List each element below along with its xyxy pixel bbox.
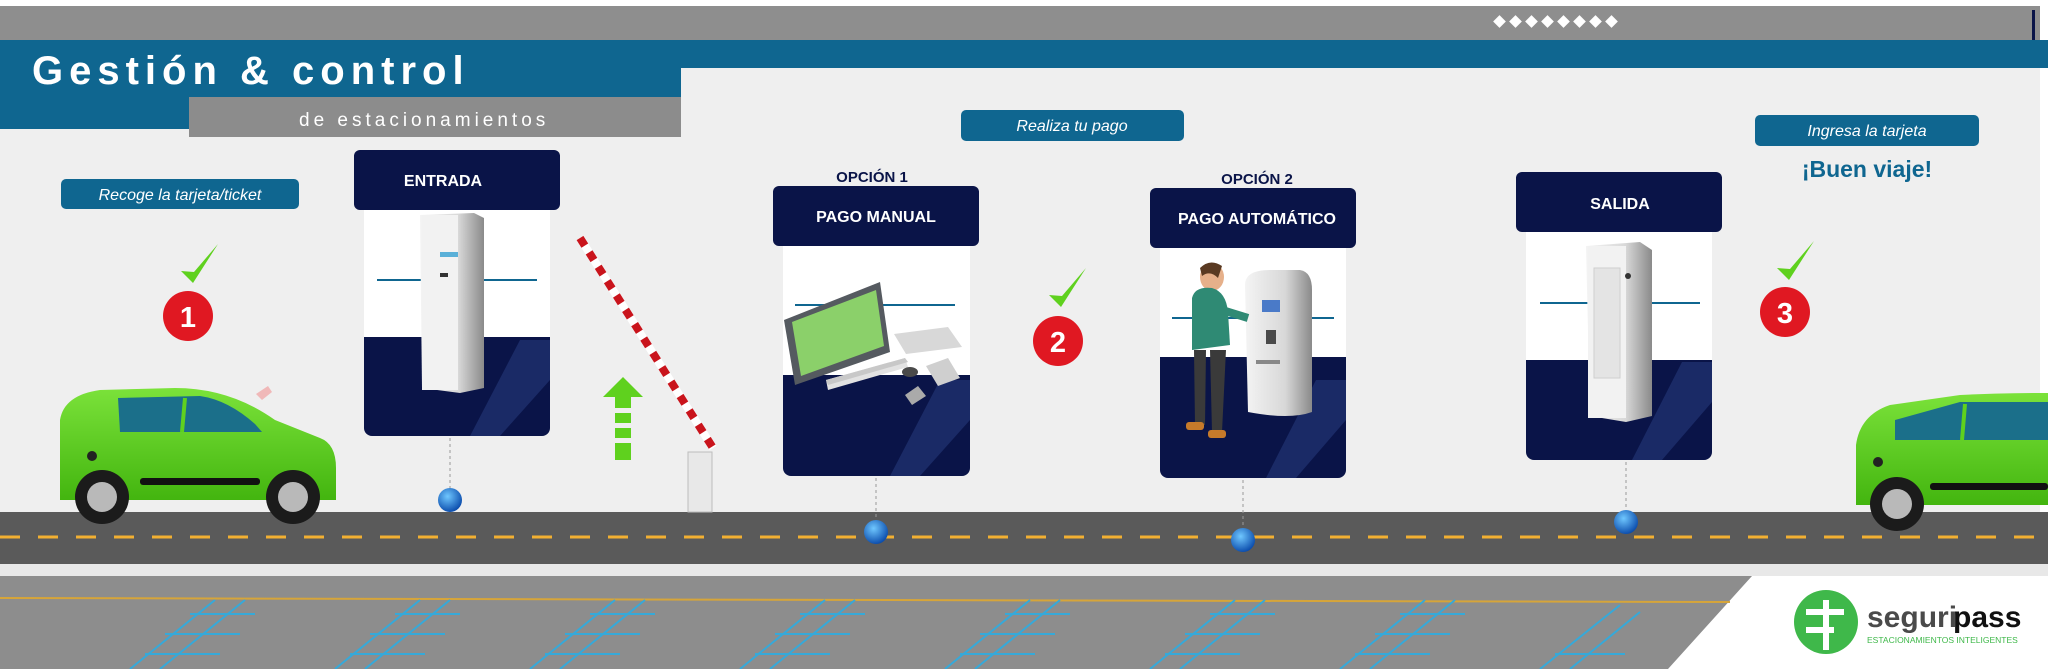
step1-check-icon bbox=[181, 244, 218, 283]
option1-caption: OPCIÓN 1 bbox=[836, 168, 908, 186]
brand-name-prefix: seguri bbox=[1867, 601, 1957, 634]
entrance-kiosk-icon bbox=[420, 213, 484, 393]
curb bbox=[0, 564, 2048, 576]
page-subtitle: de estacionamientos bbox=[299, 110, 549, 131]
exit-kiosk-icon bbox=[1586, 242, 1652, 422]
road bbox=[0, 512, 2048, 564]
step2-label-pill bbox=[961, 110, 1184, 141]
step1-badge bbox=[163, 291, 213, 341]
person-paying-icon bbox=[1186, 262, 1250, 438]
step1-label-pill bbox=[61, 179, 299, 209]
entrance-title: ENTRADA bbox=[404, 173, 483, 190]
farewell-text: ¡Buen viaje! bbox=[1802, 156, 1932, 182]
option1-title: PAGO MANUAL bbox=[816, 209, 936, 226]
step2-number: 2 bbox=[1050, 327, 1066, 359]
parking-stripes bbox=[129, 599, 1641, 669]
barrier-gate-icon bbox=[576, 235, 717, 513]
option2-title: PAGO AUTOMÁTICO bbox=[1178, 209, 1336, 228]
top-band bbox=[0, 6, 2040, 40]
option2-caption: OPCIÓN 2 bbox=[1221, 170, 1293, 188]
step1-label: Recoge la tarjeta/ticket bbox=[99, 187, 262, 204]
top-accent-band bbox=[680, 40, 2048, 68]
computer-terminal-icon bbox=[784, 282, 962, 405]
payment-kiosk-icon bbox=[1245, 270, 1312, 416]
step2-label: Realiza tu pago bbox=[1016, 118, 1127, 135]
brand-tagline: ESTACIONAMIENTOS INTELIGENTES bbox=[1867, 635, 2018, 645]
step3-label-pill bbox=[1755, 115, 1979, 146]
page-title: Gestión & control bbox=[32, 49, 470, 93]
brand-name-suffix: pass bbox=[1953, 601, 2021, 634]
lot-line bbox=[0, 597, 1731, 603]
step3-label: Ingresa la tarjeta bbox=[1807, 123, 1926, 140]
option2-pin-icon bbox=[1231, 528, 1255, 552]
step3-number: 3 bbox=[1777, 298, 1793, 330]
step3-badge bbox=[1760, 287, 1810, 337]
exit-title: SALIDA bbox=[1590, 196, 1650, 213]
step3-check-icon bbox=[1777, 241, 1814, 280]
option1-pin-icon bbox=[864, 520, 888, 544]
car-leaving-icon bbox=[1856, 393, 2048, 531]
step2-badge bbox=[1033, 316, 1083, 366]
car-entering-icon bbox=[60, 386, 336, 524]
seguripass-logo: seguri pass ESTACIONAMIENTOS INTELIGENTE… bbox=[1794, 590, 2021, 654]
exit-pin-icon bbox=[1614, 510, 1638, 534]
up-arrow-icon bbox=[603, 377, 643, 460]
step2-check-icon bbox=[1049, 268, 1086, 307]
entrance-pin-icon bbox=[438, 488, 462, 512]
parking-lot bbox=[0, 576, 1752, 669]
step1-number: 1 bbox=[180, 302, 196, 334]
subtitle-block bbox=[189, 97, 681, 137]
corner-mark bbox=[2032, 10, 2035, 40]
